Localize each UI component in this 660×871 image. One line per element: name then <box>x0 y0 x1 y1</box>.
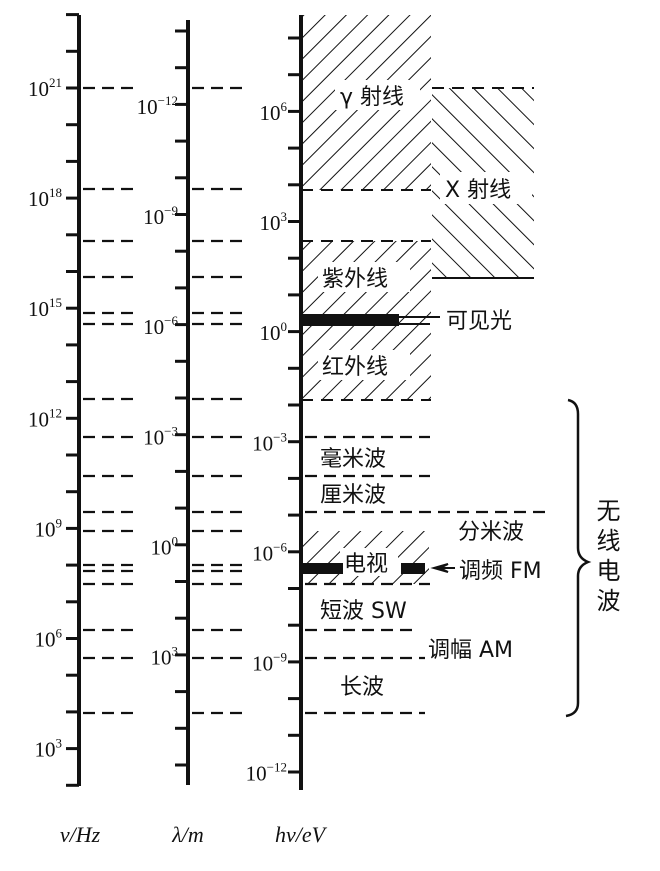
energy-tick-label: 10−3 <box>252 429 287 455</box>
radio-bracket <box>565 398 592 718</box>
visible-label: 可见光 <box>446 309 512 334</box>
wavelength-axis-title: λ/m <box>171 822 204 847</box>
frequency-tick-label: 1021 <box>28 75 62 101</box>
wavelength-tick-label: 10−6 <box>143 313 178 339</box>
wavelength-tick-label: 10−12 <box>137 93 178 119</box>
frequency-tick-label: 1018 <box>28 185 62 211</box>
mm-wave-label: 毫米波 <box>320 447 386 472</box>
frequency-tick-label: 1012 <box>28 405 62 431</box>
energy-tick-label: 106 <box>260 99 288 125</box>
ir-label: 红外线 <box>322 355 388 380</box>
wavelength-tick-label: 103 <box>151 644 179 670</box>
wavelength-tick-label: 100 <box>151 533 179 559</box>
long-wave-label: 长波 <box>340 675 384 700</box>
wavelength-tick-label: 10−9 <box>143 203 178 229</box>
energy-tick-label: 100 <box>260 319 288 345</box>
energy-tick-label: 103 <box>260 209 288 235</box>
sw-label: 短波 SW <box>320 599 407 624</box>
am-label: 调幅 AM <box>428 638 513 663</box>
tv-label: 电视 <box>344 552 388 577</box>
frequency-tick-label: 1015 <box>28 295 62 321</box>
xray-label: X 射线 <box>445 178 511 203</box>
boundary-dashes <box>83 86 545 715</box>
fm-label: 调频 FM <box>459 559 542 584</box>
frequency-axis-title: ν/Hz <box>60 822 101 847</box>
uv-label: 紫外线 <box>322 267 388 292</box>
energy-tick-label: 10−6 <box>252 539 287 565</box>
dm-wave-label: 分米波 <box>458 520 524 545</box>
radio-wave-label: 无线电波 <box>592 498 620 618</box>
fm-bar-left <box>301 563 343 574</box>
gamma-label: γ 射线 <box>340 85 404 110</box>
frequency-tick-label: 106 <box>35 626 63 652</box>
wavelength-tick-label: 10−3 <box>143 423 178 449</box>
visible-bar <box>301 314 399 326</box>
energy-tick-label: 10−12 <box>246 760 287 786</box>
fm-arrow-icon <box>430 563 455 573</box>
axes: 1021 1018 1015 1012 109 106 103 10−12 10−9 10−6 10… <box>28 13 303 790</box>
energy-axis-title: hν/eV <box>275 822 328 847</box>
fm-bar-right <box>401 563 425 574</box>
frequency-tick-label: 103 <box>35 736 63 762</box>
energy-tick-label: 10−9 <box>252 650 287 676</box>
cm-wave-label: 厘米波 <box>320 483 386 508</box>
frequency-tick-label: 109 <box>35 515 63 541</box>
